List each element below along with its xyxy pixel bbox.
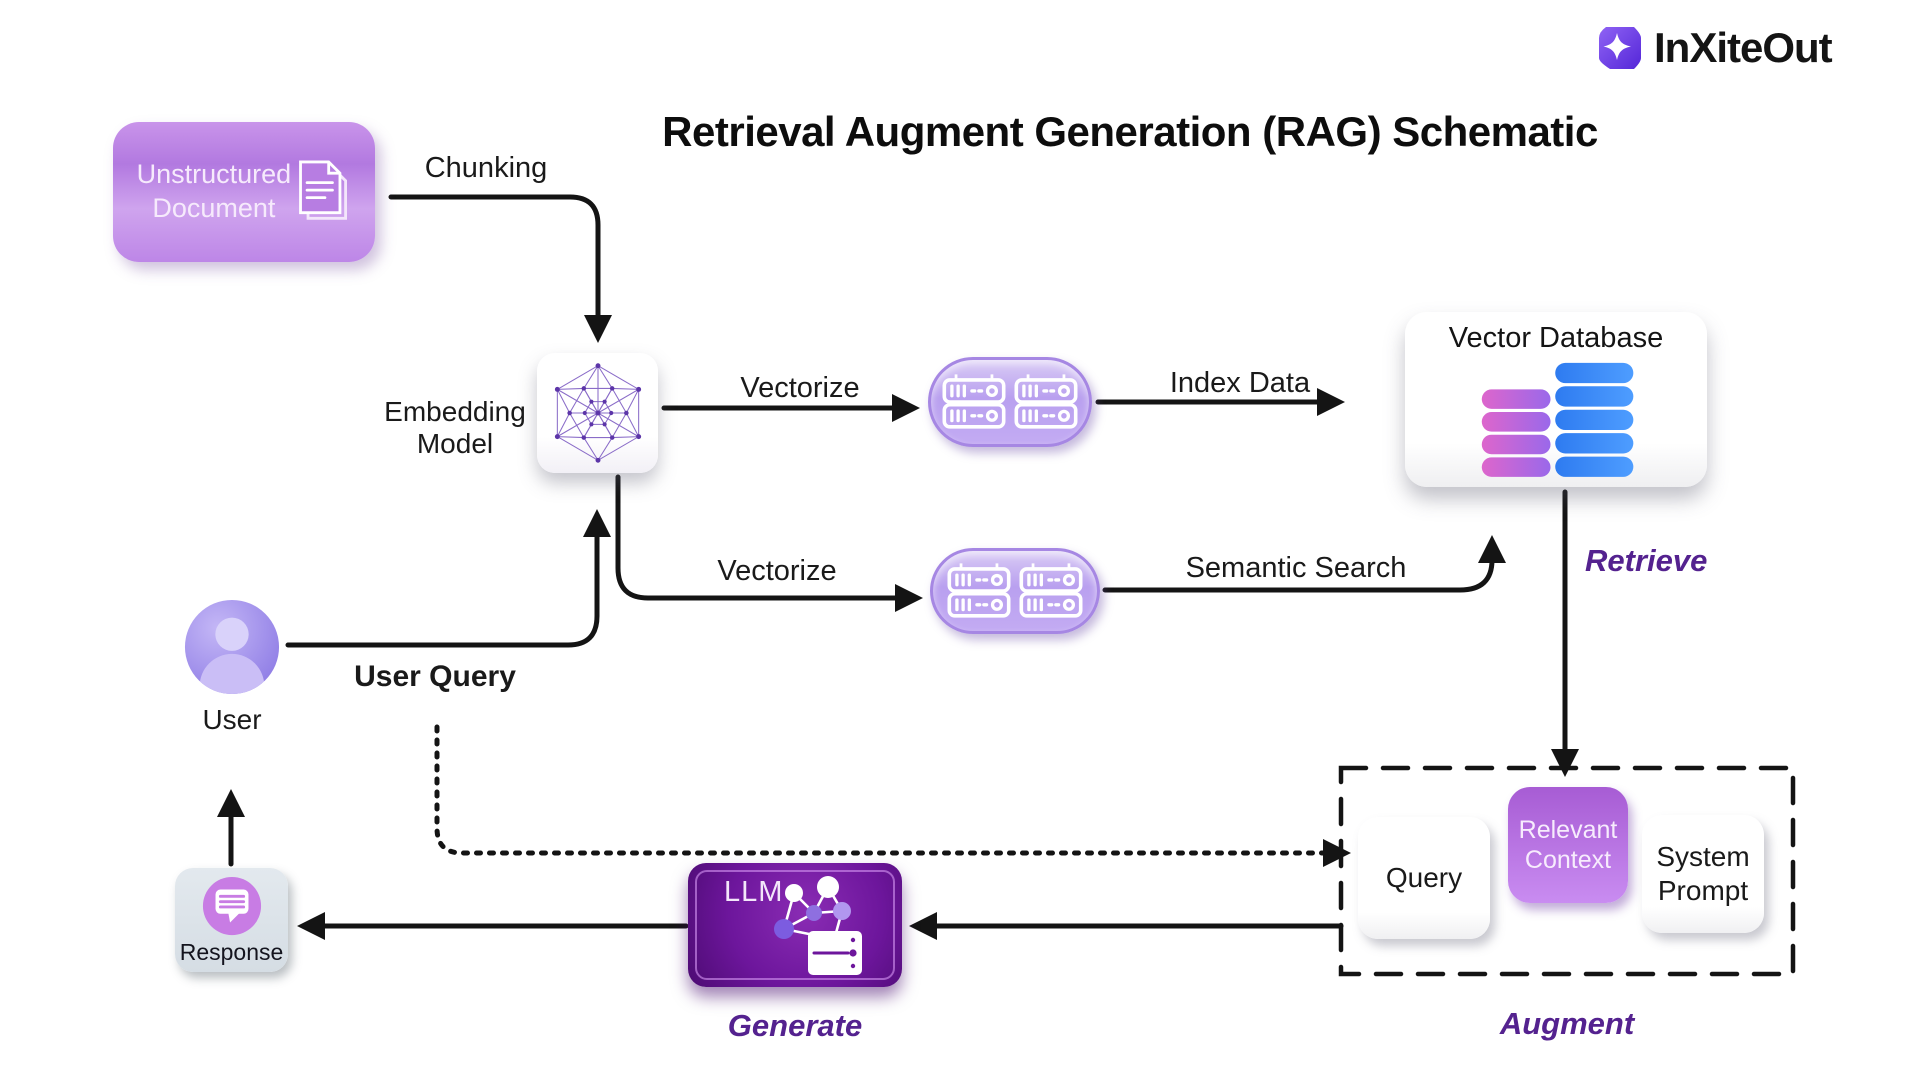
- query-label: Query: [1385, 862, 1463, 894]
- llm-label: LLM: [724, 876, 784, 908]
- network-mesh-icon: [554, 363, 641, 463]
- embedding-to-vectorize-line: [615, 474, 923, 612]
- chunking-label: Chunking: [424, 152, 548, 184]
- server-rack-icon: [942, 373, 1006, 431]
- brand-name: InXiteOut: [1654, 24, 1833, 71]
- database-cylinders-icon: [1481, 362, 1634, 477]
- user-query-label: User Query: [354, 660, 516, 693]
- user-query-arrow: [285, 509, 611, 648]
- node-llm: LLM: [688, 863, 902, 987]
- chunking-arrow: [388, 194, 612, 343]
- node-query: Query: [1358, 817, 1490, 939]
- node-vector-database: Vector Database: [1405, 312, 1707, 487]
- server-rack-icon: [947, 562, 1011, 620]
- page-title: Retrieval Augment Generation (RAG) Schem…: [662, 108, 1598, 155]
- server-rack-icon: [1019, 562, 1083, 620]
- server-rack-icon: [1014, 373, 1078, 431]
- system-prompt-label: System Prompt: [1656, 841, 1750, 906]
- node-system-prompt: System Prompt: [1642, 815, 1764, 933]
- stage-augment-label: Augment: [1499, 1006, 1635, 1041]
- document-pages-icon: [298, 160, 347, 220]
- embedding-model-label: Embedding Model: [384, 396, 526, 460]
- relevant-context-label: Relevant Context: [1518, 816, 1618, 874]
- augment-dashed-border: [1338, 765, 1796, 977]
- semantic-search-arrow: [1102, 535, 1506, 593]
- semantic-search-label: Semantic Search: [1185, 552, 1407, 584]
- unstructured-document-label: Unstructured Document: [136, 159, 292, 223]
- user-label: User: [202, 704, 262, 735]
- star-shield-icon: [1599, 27, 1641, 69]
- chat-bubble-icon: [202, 876, 261, 935]
- node-vectorize-servers-query: [930, 548, 1100, 634]
- node-response: Response: [175, 868, 288, 972]
- neural-network-server-icon: [774, 876, 862, 975]
- vector-database-label: Vector Database: [1448, 322, 1664, 354]
- node-relevant-context: Relevant Context: [1508, 787, 1628, 903]
- stage-generate-label: Generate: [727, 1008, 863, 1043]
- user-query-dotted-arrow: [434, 724, 1351, 867]
- node-embedding-model: [537, 353, 658, 473]
- vectorize-document-label: Vectorize: [740, 372, 860, 404]
- stage-retrieve-label: Retrieve: [1585, 543, 1708, 578]
- index-data-label: Index Data: [1169, 367, 1311, 399]
- node-vectorize-servers-document: [928, 357, 1092, 447]
- node-unstructured-document: Unstructured Document: [113, 122, 375, 262]
- brand-logo: InXiteOut: [1596, 24, 1833, 72]
- vectorize-query-label: Vectorize: [717, 555, 837, 587]
- user-avatar-icon: [184, 599, 280, 695]
- response-label: Response: [179, 938, 284, 965]
